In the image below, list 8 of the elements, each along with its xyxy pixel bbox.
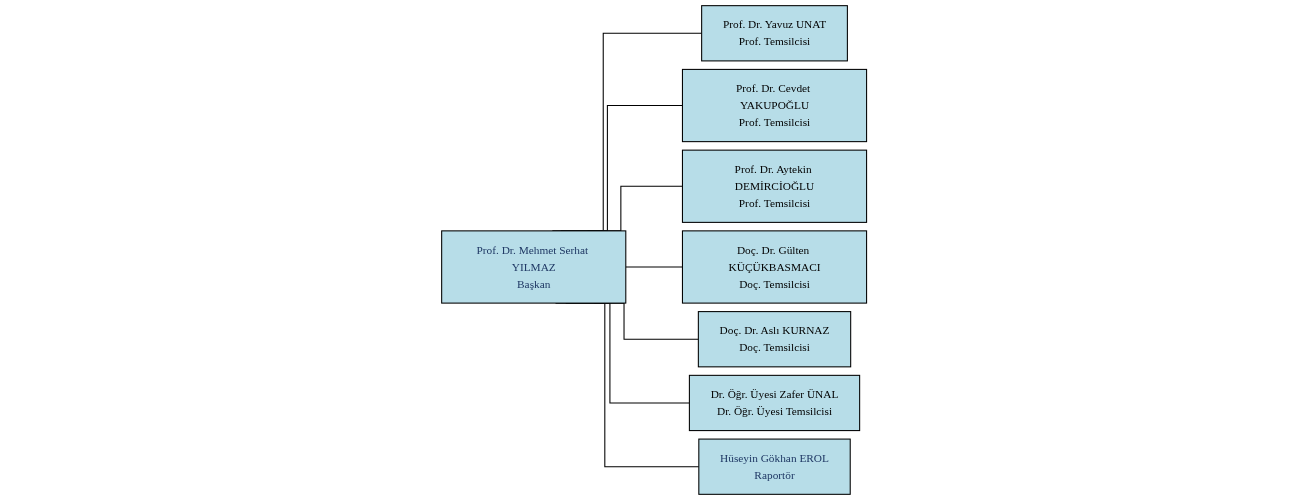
node-box: Prof. Dr. Cevdet YAKUPOĞLU Prof. Temsilcisi	[682, 68, 868, 143]
node-box: Dr. Öğr. Üyesi Zafer ÜNAL Dr. Öğr. Üyesi Temsilcisi	[689, 374, 861, 432]
node-box: Doç. Dr. Gülten KÜÇÜKBASMACI Doç. Temsilcisi	[682, 230, 868, 304]
node-box: Prof. Dr. Mehmet Serhat YILMAZ Başkan	[441, 230, 627, 304]
node-box: Prof. Dr. Yavuz UNAT Prof. Temsilcisi	[701, 5, 849, 62]
node-box: Doç. Dr. Aslı KURNAZ Doç. Temsilcisi	[698, 311, 852, 368]
node-box: Prof. Dr. Aytekin DEMİRCİOĞLU Prof. Temsilcisi	[682, 149, 868, 223]
node-box: Hüseyin Gökhan EROL Raportör	[698, 438, 852, 495]
